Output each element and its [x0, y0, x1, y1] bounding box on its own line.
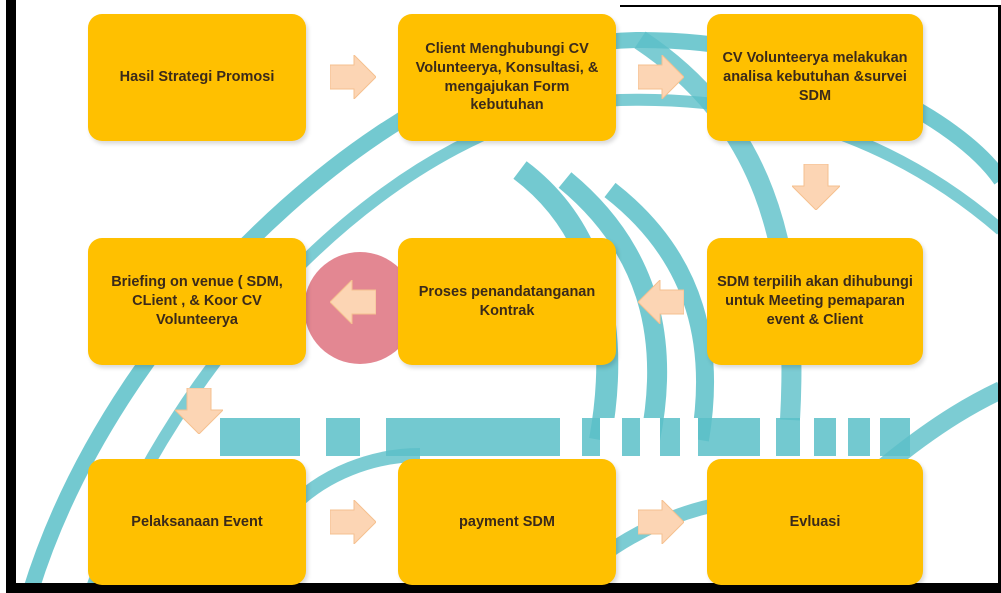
step-box-sdm-terpilih: SDM terpilih akan dihubungi untuk Meetin… [707, 238, 923, 365]
step-box-briefing-on-venue: Briefing on venue ( SDM, CLient , & Koor… [88, 238, 306, 365]
step-box-pelaksanaan-event: Pelaksanaan Event [88, 459, 306, 585]
step-label: Proses penandatanganan Kontrak [418, 283, 596, 319]
step-box-evaluasi: Evluasi [707, 459, 923, 585]
arrow-down-1 [792, 164, 840, 210]
arrow-right-2 [638, 55, 684, 99]
step-label: Pelaksanaan Event [131, 513, 263, 530]
step-box-penandatanganan-kontrak: Proses penandatanganan Kontrak [398, 238, 616, 365]
step-label: payment SDM [459, 513, 555, 530]
arrow-left-2 [330, 280, 376, 324]
step-box-analisa-kebutuhan: CV Volunteerya melakukan analisa kebutuh… [707, 14, 923, 141]
arrow-right-3 [330, 500, 376, 544]
step-label: Client Menghubungi CV Volunteerya, Konsu… [415, 40, 599, 114]
step-label: Evluasi [789, 513, 841, 530]
arrow-right-4 [638, 500, 684, 544]
frame-left-border [6, 0, 16, 593]
arrow-down-2 [175, 388, 223, 434]
step-label: Briefing on venue ( SDM, CLient , & Koor… [111, 274, 283, 328]
step-box-hasil-strategi-promosi: Hasil Strategi Promosi [88, 14, 306, 141]
step-label: SDM terpilih akan dihubungi untuk Meetin… [717, 274, 913, 328]
frame-right-border [998, 5, 1001, 593]
step-label: CV Volunteerya melakukan analisa kebutuh… [722, 50, 908, 104]
frame-top-border [620, 5, 1001, 7]
arrow-right-1 [330, 55, 376, 99]
frame-bottom-border [6, 583, 1001, 593]
step-label: Hasil Strategi Promosi [119, 69, 275, 86]
step-box-client-menghubungi: Client Menghubungi CV Volunteerya, Konsu… [398, 14, 616, 141]
arrow-left-1 [638, 280, 684, 324]
step-box-payment-sdm: payment SDM [398, 459, 616, 585]
